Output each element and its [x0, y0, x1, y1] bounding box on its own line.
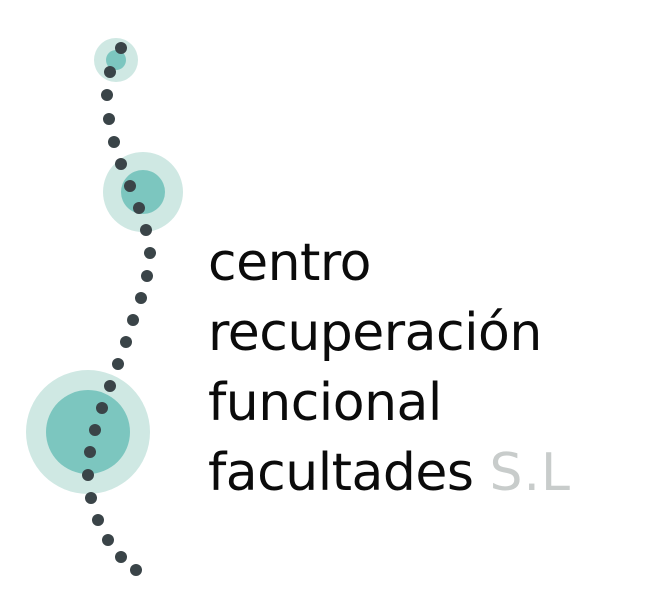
logo-mark [0, 0, 250, 600]
brand-wordmark: centro recuperación funcional facultades… [208, 228, 645, 508]
trail-dot [103, 113, 115, 125]
trail-dot [115, 42, 127, 54]
trail-dot [85, 492, 97, 504]
trail-dot [102, 534, 114, 546]
trail-dot [141, 270, 153, 282]
node-group-large [26, 370, 150, 494]
trail-dot [104, 380, 116, 392]
node-group-small [94, 38, 138, 82]
trail-dot [112, 358, 124, 370]
trail-dot [101, 89, 113, 101]
trail-dot [133, 202, 145, 214]
trail-dot [84, 446, 96, 458]
trail-dot [104, 66, 116, 78]
trail-dot [130, 564, 142, 576]
trail-dot [108, 136, 120, 148]
wordmark-line-4-row: facultades S.L [208, 438, 571, 508]
wordmark-line-3: funcional [208, 373, 442, 433]
trail-dot [96, 402, 108, 414]
trail-dot [144, 247, 156, 259]
dotted-path-trail [82, 42, 156, 576]
wordmark-line-2: recuperación [208, 303, 542, 363]
trail-dot [120, 336, 132, 348]
logo-mark-svg [26, 38, 183, 576]
trail-dot [140, 224, 152, 236]
trail-dot [115, 158, 127, 170]
wordmark-line-4: facultades [208, 443, 474, 503]
trail-dot [115, 551, 127, 563]
large-node-core [46, 390, 130, 474]
small-node-core [106, 50, 126, 70]
trail-dot [92, 514, 104, 526]
trail-dot [135, 292, 147, 304]
wordmark-line-1: centro [208, 233, 371, 293]
trail-dot [124, 180, 136, 192]
trail-dot [82, 469, 94, 481]
trail-dot [127, 314, 139, 326]
trail-dot [89, 424, 101, 436]
legal-suffix: S.L [489, 443, 572, 503]
